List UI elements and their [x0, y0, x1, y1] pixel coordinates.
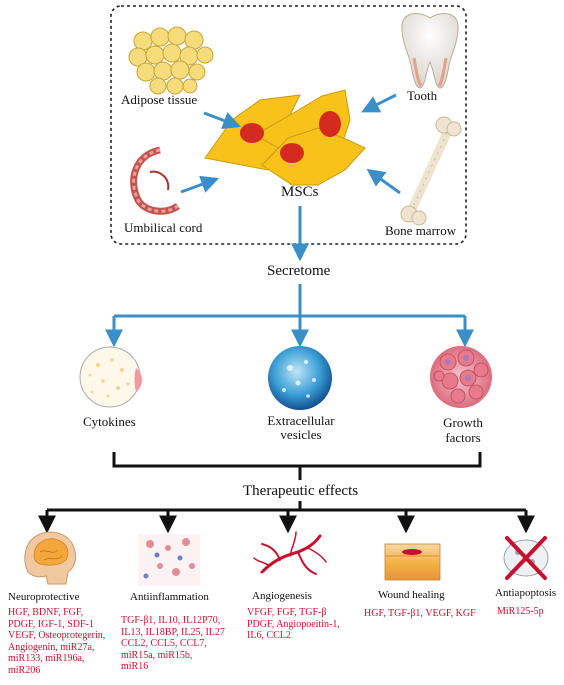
list-item: TGF-β1, IL10, IL12P70,: [121, 615, 221, 626]
arrow-adipose-to-msc: [203, 111, 242, 130]
list-item: HGF, TGF-β1, VEGF, KGF: [364, 608, 476, 619]
list-item: HGF, BDNF, FGF,: [8, 607, 84, 618]
list-item: miR133, miR196a,: [8, 653, 85, 664]
list-item: IL13, IL18BP, IL25, IL27: [121, 626, 225, 638]
label-growth-line1: Growth: [443, 415, 483, 430]
effect-list-neuroprotective: HGF, BDNF, FGF, PDGF, IGF-1, SDF-1 VEGF,…: [8, 607, 105, 676]
msc-source-box: [110, 5, 467, 245]
label-adipose-tissue: Adipose tissue: [121, 92, 198, 107]
inflammation-icon: [138, 534, 200, 586]
label-growth-line2: factors: [445, 430, 481, 445]
vesicles-icon: [268, 346, 332, 410]
list-item: PDGF, IGF-1, SDF-1: [8, 618, 94, 630]
growth-factors-icon: [430, 346, 492, 408]
bone-icon: [400, 116, 462, 226]
components-bracket: [112, 452, 482, 468]
cytokines-icon: [79, 346, 142, 408]
effect-title-neuroprotective: Neuroprotective: [8, 591, 80, 603]
list-item: miR16: [121, 661, 149, 672]
list-item: PDGF, Angiopoeitin-1,: [247, 618, 340, 630]
brain-icon: [24, 531, 77, 585]
list-item: VEGF, Osteoprotegerin,: [8, 630, 106, 641]
label-secretome: Secretome: [267, 263, 331, 279]
label-cytokines: Cytokines: [83, 414, 136, 429]
list-item: CCL2, CCL5, CCL7,: [121, 638, 207, 649]
effect-title-antiinflammation: Antiinflammation: [130, 591, 209, 603]
list-item: IL6, CCL2: [247, 630, 291, 641]
msc-cells-icon: [204, 89, 366, 186]
vessels-icon: [253, 531, 327, 575]
skin-icon: [384, 543, 441, 581]
arrow-umbilical-to-msc: [180, 175, 220, 194]
effect-title-wound-healing: Wound healing: [378, 589, 445, 601]
effect-title-antiapoptosis: Antiapoptosis: [495, 587, 557, 599]
arrow-bone-to-msc: [366, 168, 401, 195]
label-extracellular-vesicles: Extracellular vesicles: [266, 414, 336, 442]
label-extracellular-line1: Extracellular: [267, 413, 335, 428]
label-mscs: MSCs: [281, 184, 319, 200]
effect-list-angiogenesis: VFGF, FGF, TGF-β PDGF, Angiopoeitin-1, I…: [247, 607, 340, 642]
list-item: MiR125-5p: [497, 606, 544, 617]
arrow-tooth-to-msc: [361, 93, 397, 113]
list-item: miR206: [8, 664, 41, 676]
list-item: VFGF, FGF, TGF-β: [247, 607, 327, 618]
label-tooth: Tooth: [407, 88, 438, 103]
list-item: miR15a, miR15b,: [121, 649, 193, 661]
label-umbilical-cord: Umbilical cord: [124, 220, 203, 235]
effect-list-wound-healing: HGF, TGF-β1, VEGF, KGF: [364, 608, 476, 620]
effect-list-antiinflammation: TGF-β1, IL10, IL12P70, IL13, IL18BP, IL2…: [121, 615, 225, 673]
label-growth-factors: Growth factors: [433, 415, 493, 445]
umbilical-cord-icon: [130, 146, 180, 215]
label-bone-marrow: Bone marrow: [385, 223, 457, 238]
effect-title-angiogenesis: Angiogenesis: [252, 590, 312, 602]
apoptosis-icon: [503, 536, 549, 580]
label-therapeutic-effects: Therapeutic effects: [243, 483, 359, 499]
list-item: Angiogenin, miR27a,: [8, 641, 95, 653]
adipose-tissue-icon: [128, 26, 214, 95]
effect-list-antiapoptosis: MiR125-5p: [497, 606, 544, 618]
tooth-icon: [401, 13, 459, 89]
label-extracellular-line2: vesicles: [280, 427, 322, 442]
